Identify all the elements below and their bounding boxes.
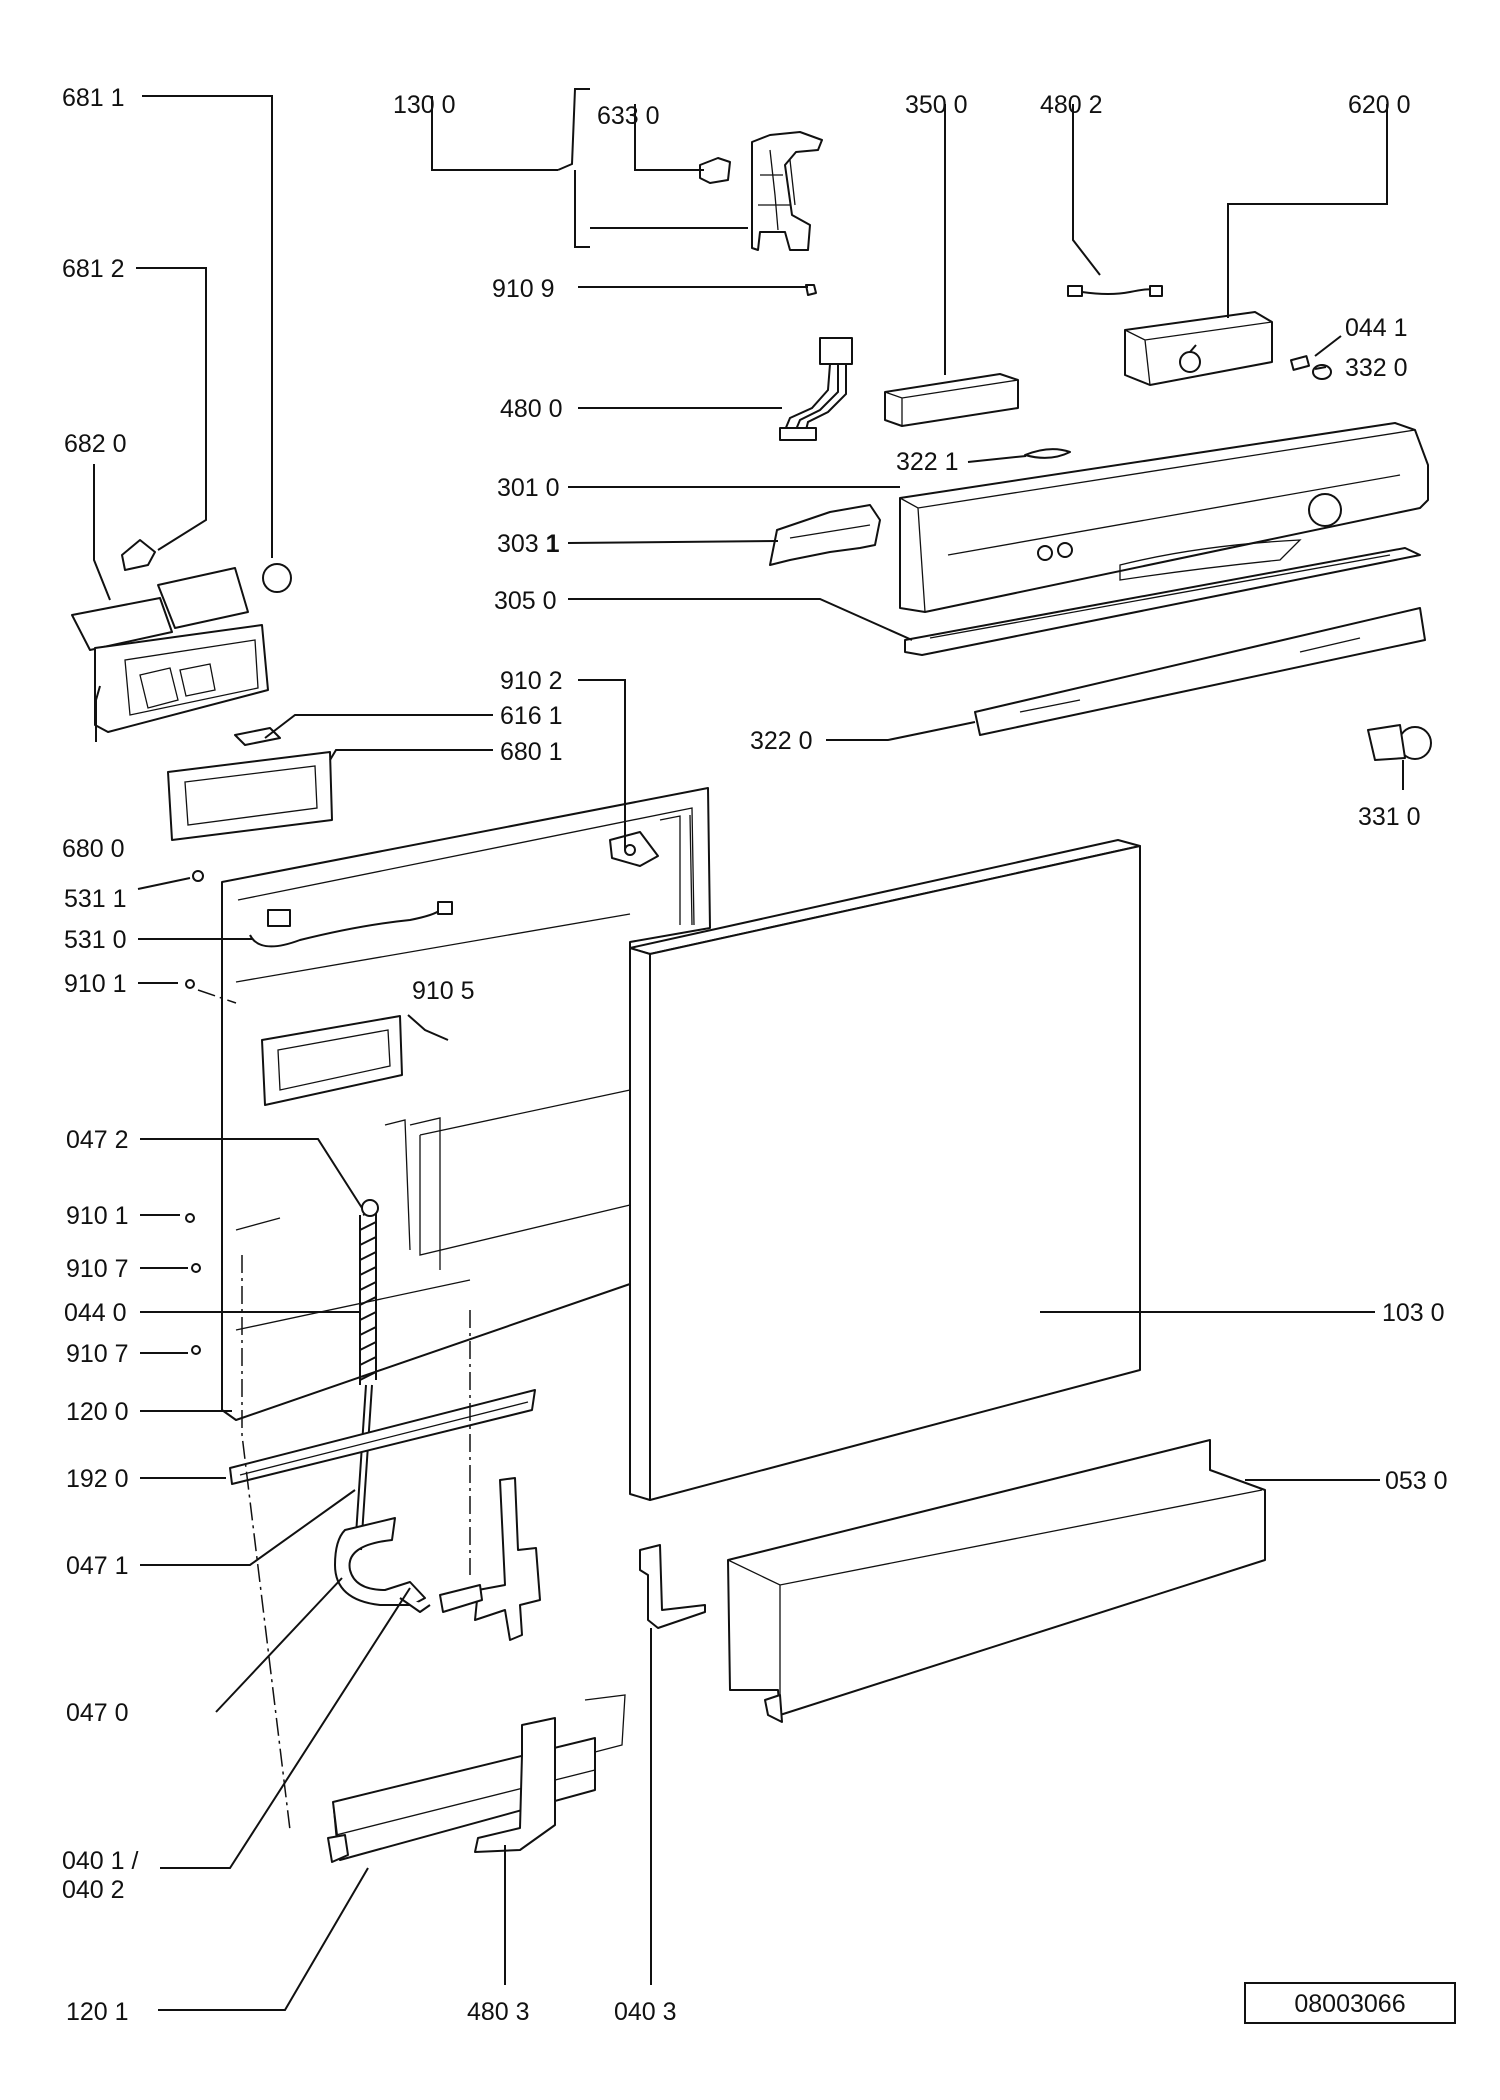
label-9107-bottom: 910 7 [66, 1340, 129, 1368]
control-unit-part [1124, 311, 1273, 386]
label-6812: 681 2 [62, 255, 125, 283]
label-0401: 040 1 / [62, 1847, 139, 1875]
electronic-module-part [884, 373, 1019, 427]
label-1201: 120 1 [66, 1998, 129, 2026]
label-1200: 120 0 [66, 1398, 129, 1426]
label-9101-bottom: 910 1 [66, 1202, 129, 1230]
plinth-part [727, 1439, 1266, 1723]
label-4800: 480 0 [500, 395, 563, 423]
label-6811: 681 1 [62, 84, 125, 112]
label-9109: 910 9 [492, 275, 555, 303]
screw-part [185, 979, 195, 989]
label-9107-top: 910 7 [66, 1255, 129, 1283]
part-labels: 681 1 130 0 633 0 350 0 480 2 620 0 681 … [62, 84, 1448, 2026]
plinth-bracket-part [639, 1544, 706, 1629]
hinge-bracket-part [699, 131, 823, 251]
label-0530: 053 0 [1385, 1467, 1448, 1495]
clip-part [234, 727, 281, 746]
detergent-dispenser-part [71, 567, 269, 733]
door-spring-part [354, 1199, 379, 1551]
label-3050: 305 0 [494, 587, 557, 615]
screw-part [185, 1213, 195, 1223]
door-rail-part [229, 1389, 536, 1485]
assembly-axis-line [197, 989, 471, 1831]
screw-part [805, 284, 817, 296]
panel-strip-part [904, 547, 1421, 656]
wire-lead-part [1067, 285, 1163, 297]
label-4802: 480 2 [1040, 91, 1103, 119]
control-panel-part [899, 422, 1429, 613]
label-3010: 301 0 [497, 474, 560, 502]
label-6801: 680 1 [500, 738, 563, 766]
screw-part [191, 1263, 201, 1273]
outer-door-panel-part [629, 839, 1141, 1501]
label-0441: 044 1 [1345, 314, 1408, 342]
dispenser-lever-part [121, 539, 156, 571]
label-3310: 331 0 [1358, 803, 1421, 831]
hinge-lever-part [334, 1517, 431, 1613]
label-0472: 047 2 [66, 1126, 129, 1154]
screw-part [191, 1345, 201, 1355]
label-0440: 044 0 [64, 1299, 127, 1327]
dispenser-gasket-part [167, 751, 333, 841]
label-3220: 322 0 [750, 727, 813, 755]
label-3500: 350 0 [905, 91, 968, 119]
label-6800: 680 0 [62, 835, 125, 863]
label-0403: 040 3 [614, 1998, 677, 2026]
label-6200: 620 0 [1348, 91, 1411, 119]
label-3221: 322 1 [896, 448, 959, 476]
label-6161: 616 1 [500, 702, 563, 730]
indicator-cover-part [769, 504, 881, 566]
label-1920: 192 0 [66, 1465, 129, 1493]
drawing-reference-box: 08003066 [1244, 1982, 1456, 2024]
label-9105: 910 5 [412, 977, 475, 1005]
decor-panel-part [974, 607, 1426, 736]
wire-harness-part [779, 337, 853, 441]
support-bracket-part [474, 1694, 626, 1853]
hinge-arm-part [439, 1477, 541, 1641]
badge-part [1024, 448, 1071, 459]
leader-lines [93, 88, 1404, 2011]
screw-part [192, 870, 204, 882]
knob-part [1367, 724, 1432, 761]
label-6820: 682 0 [64, 430, 127, 458]
drawing-reference-number: 08003066 [1294, 1990, 1405, 2018]
label-6330: 633 0 [597, 102, 660, 130]
label-1300: 130 0 [393, 91, 456, 119]
label-0402: 040 2 [62, 1876, 125, 1904]
label-4803: 480 3 [467, 1998, 530, 2026]
label-9102: 910 2 [500, 667, 563, 695]
label-5310: 531 0 [64, 926, 127, 954]
dispenser-ball-part [262, 563, 292, 593]
label-0470: 047 0 [66, 1699, 129, 1727]
label-1030: 103 0 [1382, 1299, 1445, 1327]
label-5311: 531 1 [64, 885, 127, 913]
label-3031: 303 1 [497, 530, 560, 558]
label-3320: 332 0 [1345, 354, 1408, 382]
label-0471: 047 1 [66, 1552, 129, 1580]
label-9101-top: 910 1 [64, 970, 127, 998]
